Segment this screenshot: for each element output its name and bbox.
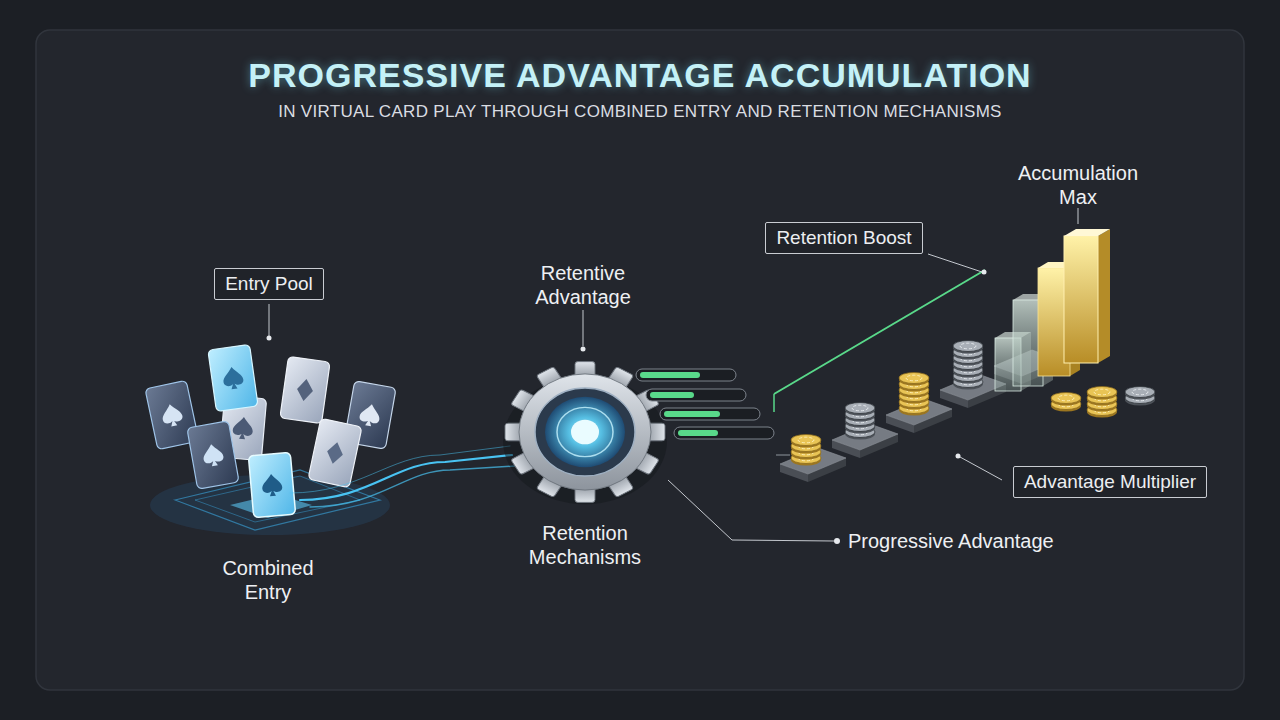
loose-chips bbox=[1087, 387, 1117, 400]
card-cluster bbox=[208, 344, 258, 411]
card-cluster bbox=[160, 402, 184, 428]
callout-label: Retention Mechanisms bbox=[505, 521, 665, 569]
subtitle: IN VIRTUAL CARD PLAY THROUGH COMBINED EN… bbox=[278, 102, 1002, 122]
card-cluster bbox=[296, 378, 315, 402]
card-cluster bbox=[232, 416, 254, 440]
leader-lines bbox=[269, 208, 1078, 541]
gear bbox=[557, 407, 613, 456]
card-cluster bbox=[201, 442, 225, 467]
growth-line bbox=[773, 394, 775, 412]
growth-line bbox=[776, 455, 790, 456]
card-cluster bbox=[222, 366, 245, 391]
card-cluster bbox=[280, 356, 330, 423]
card-cluster bbox=[325, 441, 345, 466]
growth-line bbox=[774, 270, 985, 394]
callout-box: Entry Pool bbox=[214, 268, 324, 300]
loose-chips bbox=[1051, 387, 1155, 418]
retention-bars bbox=[674, 427, 774, 439]
retention-bars bbox=[660, 408, 760, 420]
card-cluster bbox=[308, 418, 362, 487]
card-cluster bbox=[358, 402, 382, 427]
card-cluster bbox=[145, 344, 396, 535]
retention-bars bbox=[678, 430, 718, 436]
gear bbox=[545, 397, 625, 467]
callout-label: Progressive Advantage bbox=[848, 529, 1054, 553]
title: PROGRESSIVE ADVANTAGE ACCUMULATION bbox=[248, 55, 1031, 96]
retention-bars bbox=[650, 392, 694, 398]
chip-staircase bbox=[845, 403, 875, 416]
flow-lines bbox=[290, 446, 510, 493]
retention-bars bbox=[646, 389, 746, 401]
card-cluster bbox=[187, 421, 239, 489]
leader-dots bbox=[956, 454, 961, 459]
callout-text: Retention Boost bbox=[776, 227, 911, 249]
gear bbox=[505, 362, 665, 503]
flow-lines bbox=[310, 466, 515, 507]
card-cluster bbox=[248, 452, 295, 517]
flow-lines bbox=[300, 455, 512, 500]
leader-lines bbox=[269, 304, 270, 336]
card-cluster bbox=[280, 356, 330, 423]
callout-box: Retention Boost bbox=[765, 222, 922, 254]
callout-text: Advantage Multiplier bbox=[1024, 471, 1196, 493]
card-cluster bbox=[187, 421, 239, 489]
callout-label: Retentive Advantage bbox=[508, 261, 658, 309]
callout-label: Accumulation Max bbox=[1003, 161, 1153, 209]
card-cluster bbox=[308, 418, 362, 487]
leader-lines bbox=[1078, 208, 1079, 224]
callout-box: Advantage Multiplier bbox=[1013, 466, 1207, 498]
growth-bars bbox=[1064, 229, 1110, 236]
leader-dots bbox=[834, 538, 840, 544]
leader-lines bbox=[928, 254, 982, 272]
leader-lines bbox=[583, 310, 584, 346]
leader-lines bbox=[960, 457, 1002, 480]
retention-bars bbox=[640, 372, 700, 378]
leader-dots bbox=[267, 270, 987, 545]
loose-chips bbox=[1125, 387, 1155, 400]
chip-staircase bbox=[899, 373, 929, 386]
card-cluster bbox=[208, 344, 258, 411]
retention-bars bbox=[664, 411, 720, 417]
growth-bars bbox=[1098, 229, 1110, 363]
card-cluster bbox=[261, 473, 283, 497]
flow-lines bbox=[290, 446, 515, 507]
gear bbox=[519, 374, 651, 490]
gear bbox=[535, 388, 635, 476]
loose-chips bbox=[1051, 393, 1081, 406]
leader-dots bbox=[982, 270, 987, 275]
card-cluster bbox=[248, 452, 295, 517]
gear bbox=[503, 362, 667, 505]
retention-bars bbox=[636, 369, 774, 439]
retention-bars bbox=[636, 369, 736, 381]
leader-dots bbox=[267, 336, 272, 341]
callout-text: Entry Pool bbox=[225, 273, 313, 295]
gear bbox=[571, 420, 599, 445]
growth-bars bbox=[1064, 236, 1098, 363]
chip-staircase bbox=[953, 341, 983, 354]
callout-label: Combined Entry bbox=[203, 556, 333, 604]
panel bbox=[36, 30, 1244, 690]
leader-dots bbox=[581, 347, 586, 352]
chip-staircase bbox=[791, 435, 821, 448]
growth-bars bbox=[995, 229, 1110, 391]
leader-lines bbox=[668, 480, 834, 541]
